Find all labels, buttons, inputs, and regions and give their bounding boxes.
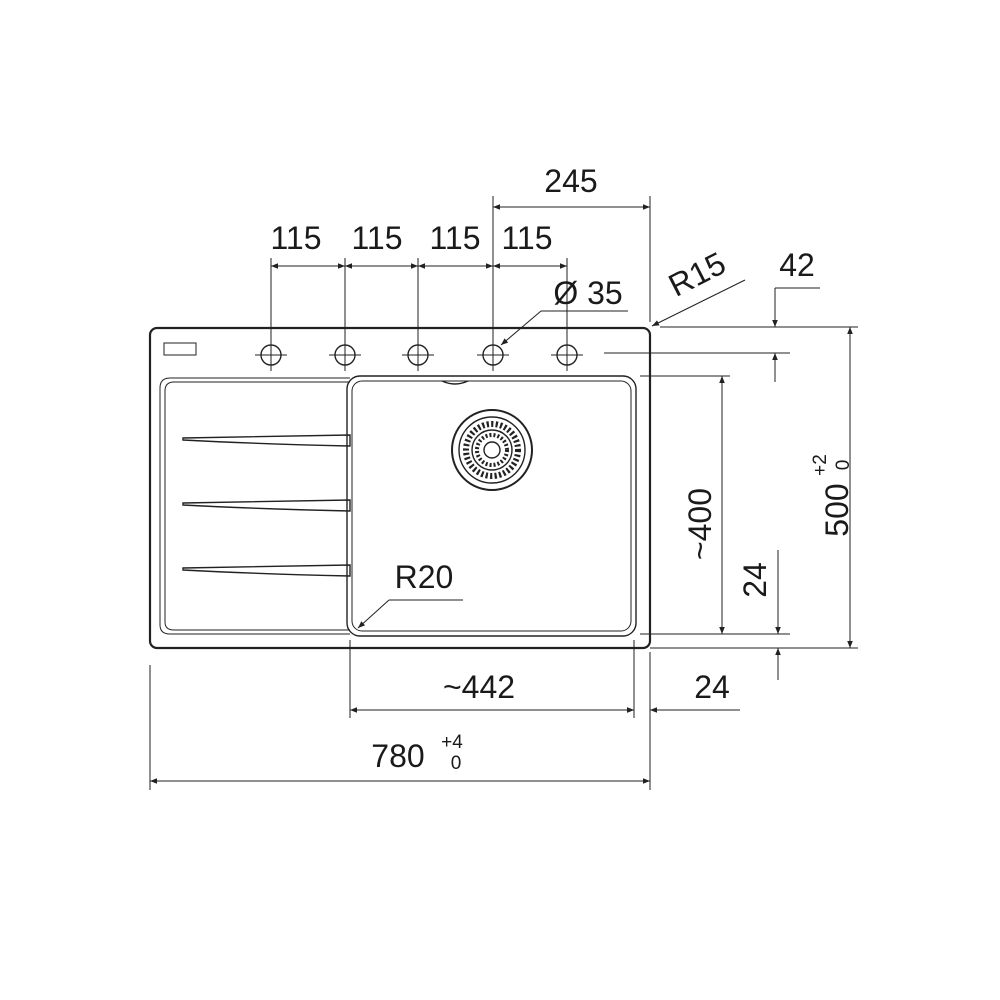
dim-500-tol-plus: +2 <box>810 454 831 476</box>
tap-holes <box>255 339 583 371</box>
dim-115-a: 115 <box>270 220 321 256</box>
dim-780-tol-minus: 0 <box>451 753 462 774</box>
dim-24-bottom: 24 <box>694 669 730 705</box>
dimension-24-right: 24 <box>650 550 790 680</box>
dim-r20: R20 <box>395 559 454 595</box>
dimension-780: 780 +4 0 <box>149 665 650 790</box>
dimension-442: ~442 <box>349 640 635 718</box>
sink-bowl <box>346 375 637 637</box>
dim-d35: Ø 35 <box>553 275 622 311</box>
dim-780-tol-plus: +4 <box>441 732 463 753</box>
drain-groove <box>182 434 351 447</box>
dim-115-b: 115 <box>351 220 402 256</box>
dim-r15: R15 <box>663 245 732 304</box>
drain-groove <box>182 564 351 577</box>
tap-hole <box>477 339 509 371</box>
dim-780: 780 <box>371 738 424 774</box>
drain-strainer <box>451 409 533 491</box>
overflow-slot <box>441 380 469 385</box>
dimension-500: 500 +2 0 <box>790 326 858 649</box>
dimension-24-bottom: 24 <box>610 652 740 790</box>
brand-plate <box>163 342 197 356</box>
tap-hole <box>329 339 361 371</box>
drain-groove <box>182 499 351 512</box>
dimension-tap-spacing: 115 115 115 115 <box>270 196 568 340</box>
dimension-42: 42 <box>604 247 820 382</box>
dim-442: ~442 <box>443 669 515 705</box>
drainboard <box>159 377 351 635</box>
tap-hole <box>255 339 287 371</box>
dimension-r20: R20 <box>357 559 463 629</box>
dim-245: 245 <box>544 163 597 199</box>
dim-115-c: 115 <box>429 220 480 256</box>
dimension-400: ~400 <box>640 375 790 635</box>
tap-hole <box>551 339 583 371</box>
dimension-d35: Ø 35 <box>500 275 628 346</box>
dim-400: ~400 <box>682 488 718 560</box>
dim-24-right: 24 <box>737 562 773 598</box>
dim-500-tol-minus: 0 <box>833 460 854 471</box>
dimension-r15: R15 <box>651 245 746 327</box>
dim-115-d: 115 <box>501 220 552 256</box>
dimension-245: 245 <box>493 163 651 322</box>
tap-hole <box>402 339 434 371</box>
dim-42: 42 <box>779 247 815 283</box>
dim-500: 500 <box>819 483 855 536</box>
